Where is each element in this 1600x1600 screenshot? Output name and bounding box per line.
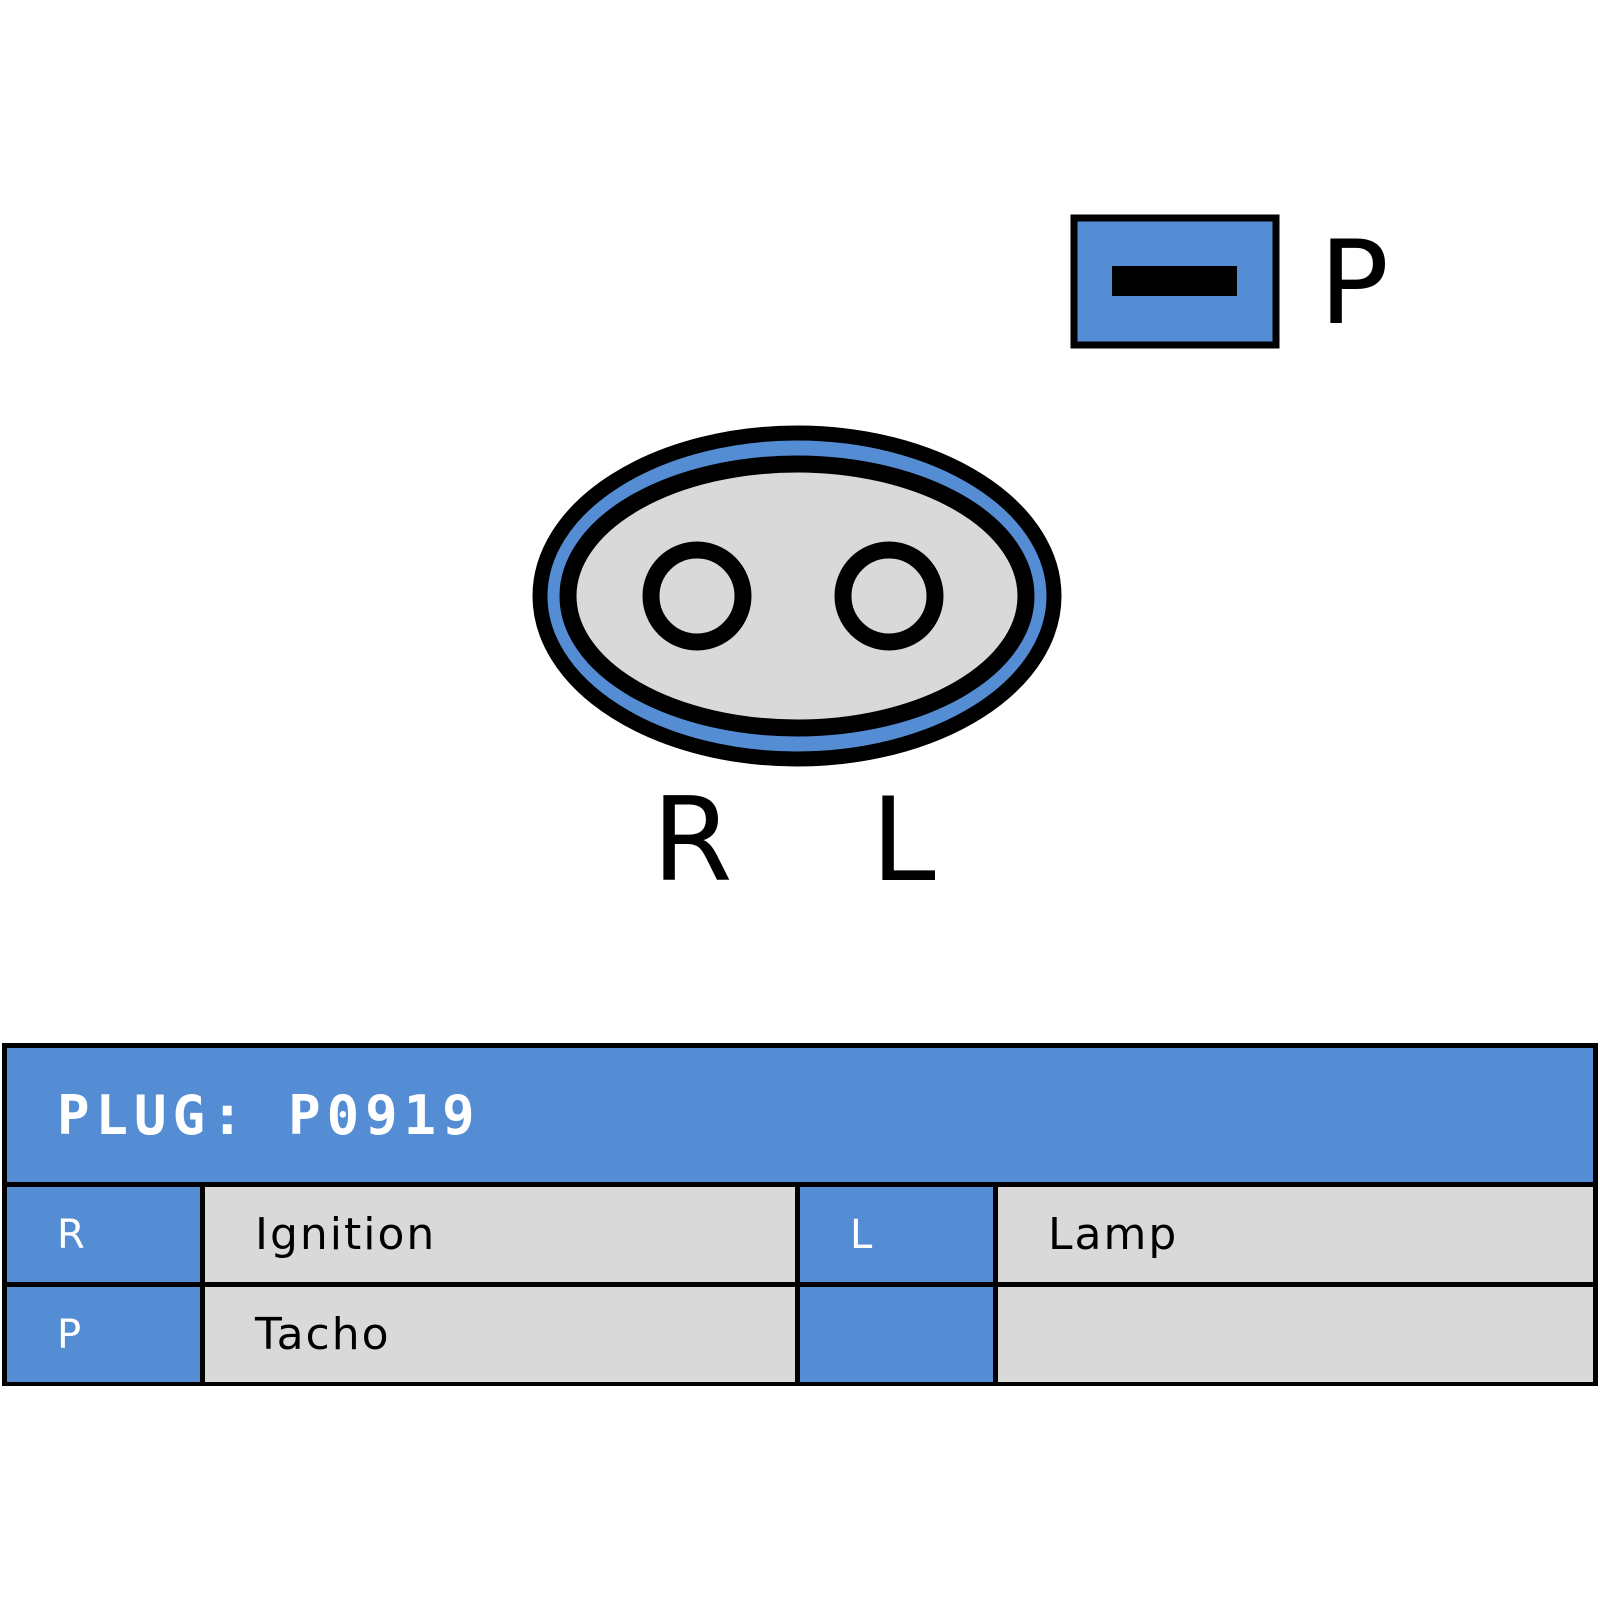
l-pin-socket <box>834 541 944 651</box>
pin-function-cell: Tacho <box>205 1287 795 1382</box>
p-terminal-label: P <box>1319 216 1389 351</box>
connector-diagram: P R L <box>532 214 1389 908</box>
r-terminal-label: R <box>652 773 733 908</box>
pin-function-cell: Lamp <box>998 1187 1593 1282</box>
pin-key-cell: P <box>7 1287 200 1382</box>
p-terminal <box>1070 214 1280 349</box>
p-terminal-body <box>1070 214 1280 349</box>
pin-function-cell: Ignition <box>205 1187 795 1282</box>
plug-title: PLUG: P0919 <box>7 1048 1593 1182</box>
pin-key-cell: L <box>800 1187 993 1282</box>
p-terminal-blade <box>1112 266 1237 296</box>
pin-function-cell-empty <box>998 1287 1593 1382</box>
plug-face <box>559 455 1035 737</box>
plug-housing <box>532 425 1062 767</box>
pin-key-cell: R <box>7 1187 200 1282</box>
l-terminal-label: L <box>871 773 936 908</box>
r-pin-socket <box>642 541 752 651</box>
pin-key-cell-empty <box>800 1287 993 1382</box>
pin-table: PLUG: P0919 R Ignition L Lamp P Tacho <box>2 1043 1598 1386</box>
